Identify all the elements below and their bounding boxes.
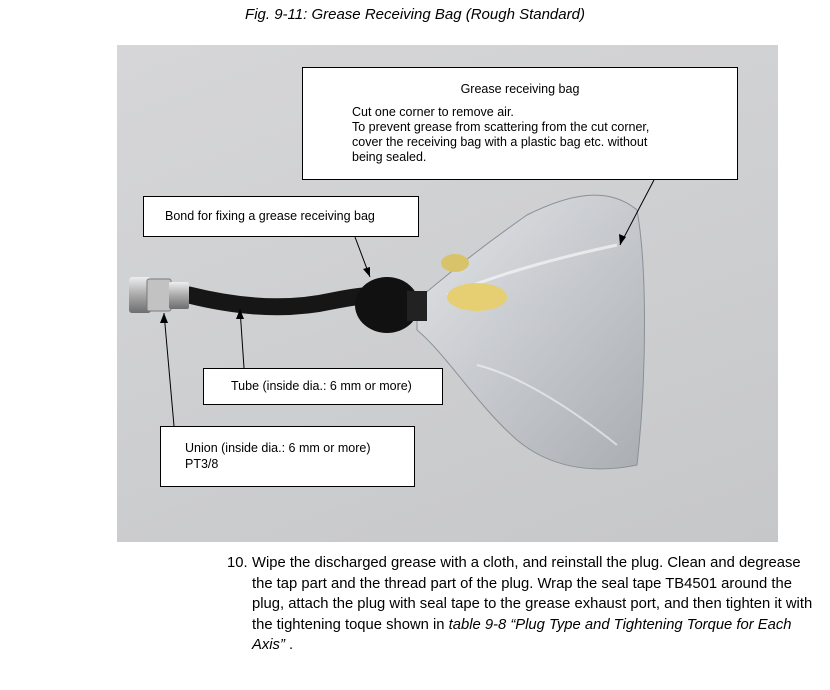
callout-title: Grease receiving bag <box>460 82 580 96</box>
callout-line: Cut one corner to remove air. <box>352 105 514 119</box>
callout-bond: Bond for fixing a grease receiving bag <box>143 196 419 237</box>
step-text-a: Wipe the discharged grease with a cloth,… <box>252 555 813 633</box>
leader-union <box>163 312 175 427</box>
callout-line: cover the receiving bag with a plastic b… <box>352 135 648 149</box>
grease-blob <box>447 283 507 311</box>
bond-clamp <box>355 277 419 333</box>
arrow-union <box>160 313 168 323</box>
plastic-bag-shape <box>416 194 645 470</box>
callout-tube: Tube (inside dia.: 6 mm or more) <box>203 368 443 405</box>
bond-tail <box>407 291 427 321</box>
step-table-reference: table 9-8 “Plug Type and Tightening Torq… <box>252 616 792 654</box>
arrow-bag <box>619 234 626 245</box>
callout-tube-label: Tube (inside dia.: 6 mm or more) <box>231 379 412 393</box>
callout-union-line2: PT3/8 <box>185 457 219 471</box>
callout-union-line1: Union (inside dia.: 6 mm or more) <box>185 441 371 455</box>
callout-line: being sealed. <box>352 150 427 164</box>
tube-shape <box>180 286 388 316</box>
step-text: Wipe the discharged grease with a cloth,… <box>252 553 817 656</box>
photo-illustration <box>129 179 655 470</box>
union-body <box>169 282 189 309</box>
figure-caption: Fig. 9-11: Grease Receiving Bag (Rough S… <box>245 6 585 23</box>
union-nut <box>146 278 172 312</box>
callout-bond-label: Bond for fixing a grease receiving bag <box>165 209 375 223</box>
grease-blob-small <box>441 254 469 272</box>
callout-grease-receiving-bag: Grease receiving bag Cut one corner to r… <box>302 67 738 180</box>
leader-bag <box>619 179 655 246</box>
callout-union: Union (inside dia.: 6 mm or more) PT3/8 <box>160 426 415 487</box>
callout-line: To prevent grease from scattering from t… <box>352 120 650 134</box>
bag-highlight-2 <box>476 364 618 446</box>
arrow-bond <box>363 267 370 277</box>
step-text-b: . <box>284 637 294 653</box>
union-thread <box>129 277 151 313</box>
callout-body: Cut one corner to remove air. To prevent… <box>352 105 722 165</box>
step-number: 10. <box>227 555 248 571</box>
arrow-tube <box>236 309 244 319</box>
